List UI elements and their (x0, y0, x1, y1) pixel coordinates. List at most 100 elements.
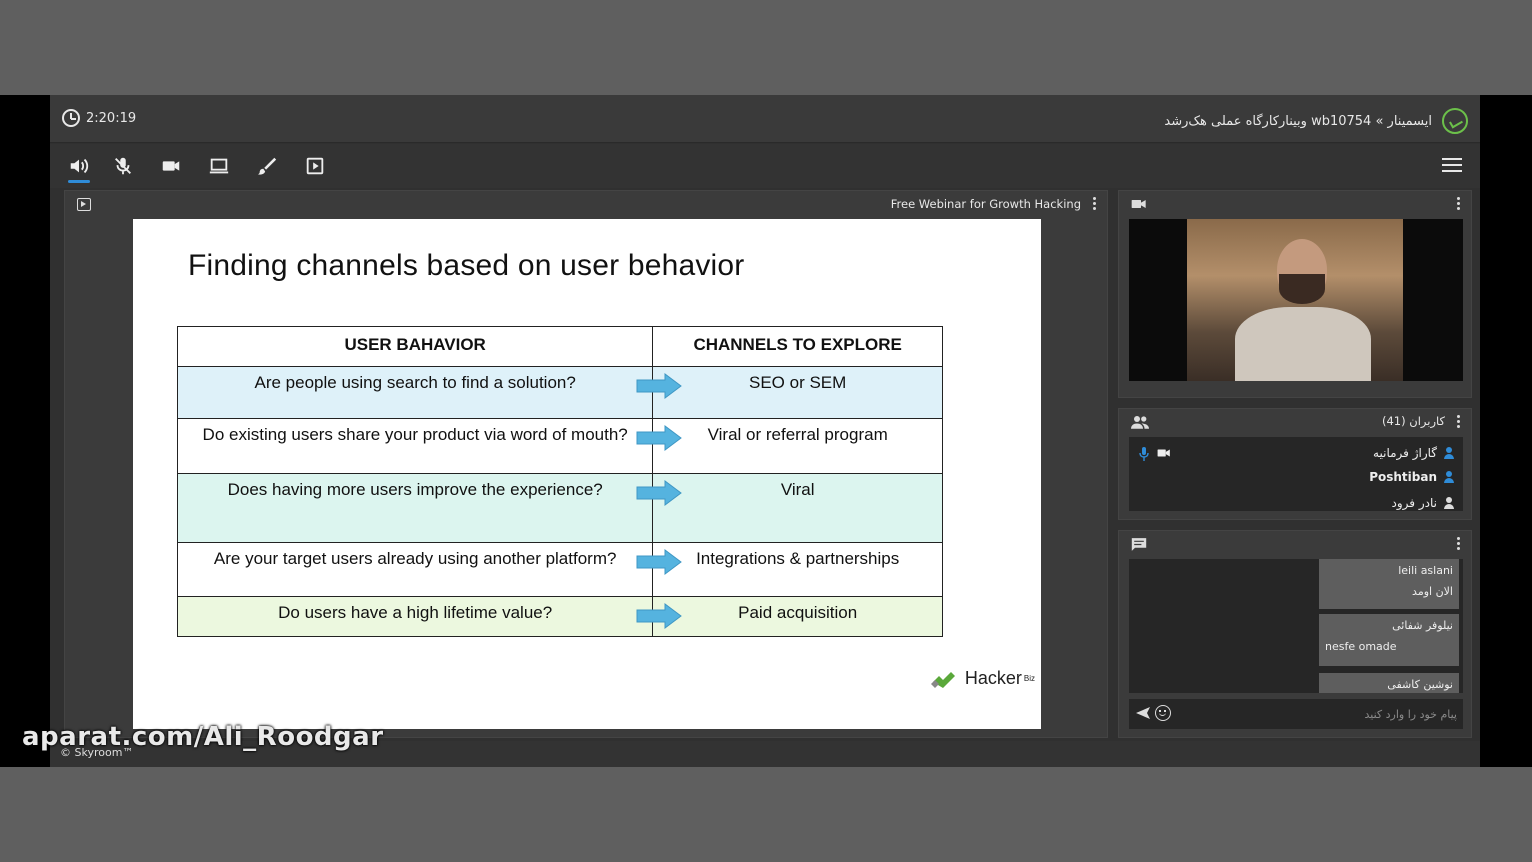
column-header-channels: CHANNELS TO EXPLORE (652, 326, 943, 367)
screen-share-button[interactable] (206, 154, 232, 178)
chat-message: نیلوفر شفائی nesfe omade (1319, 614, 1459, 666)
presentation-panel-header: Free Webinar for Growth Hacking (65, 191, 1107, 217)
behavior-cell: Do users have a high lifetime value? (176, 596, 683, 637)
presentation-panel: Free Webinar for Growth Hacking Finding … (64, 190, 1108, 738)
skyroom-logo-icon (1442, 108, 1468, 134)
behavior-cell: Do existing users share your product via… (176, 418, 683, 474)
video-options-icon[interactable] (1457, 197, 1461, 211)
chat-message: نوشین کاشفی (1319, 673, 1459, 693)
users-options-icon[interactable] (1457, 415, 1461, 429)
behavior-cell: Does having more users improve the exper… (176, 473, 683, 543)
mic-on-icon (1139, 447, 1149, 461)
presentation-options-icon[interactable] (1093, 197, 1097, 211)
users-count-label: کاربران (41) (1381, 414, 1445, 428)
user-row[interactable]: گاراژ فرمانیه (1129, 441, 1463, 465)
chat-input-row (1129, 699, 1463, 729)
presentation-icon (306, 157, 324, 175)
user-person-icon (1443, 471, 1455, 483)
message-sender: leili aslani (1398, 564, 1453, 577)
channel-text: Viral (780, 480, 815, 499)
behavior-text: Does having more users improve the exper… (227, 480, 603, 499)
presentation-button[interactable] (302, 154, 328, 178)
behavior-cell: Are people using search to find a soluti… (176, 366, 683, 419)
message-text: nesfe omade (1325, 640, 1397, 653)
arrow-right-icon (636, 480, 683, 506)
table-row: Does having more users improve the exper… (176, 473, 943, 543)
arrow-right-icon (636, 425, 683, 451)
users-panel: کاربران (41) گاراژ فرمانیه Poshtiban ناد… (1118, 408, 1472, 520)
chat-message-list: leili aslani الان اومد نیلوفر شفائی nesf… (1129, 559, 1463, 693)
mic-off-icon (115, 157, 131, 175)
logo-text: Hacker (964, 668, 1022, 688)
menu-icon-line (1442, 164, 1462, 166)
video-watermark: aparat.com/Ali_Roodgar (22, 722, 384, 752)
room-title: ایسمینار » wb10754 وبینارکارگاه عملی هک‌… (1164, 108, 1468, 134)
camera-on-icon (1157, 449, 1170, 457)
table-row: Are people using search to find a soluti… (176, 366, 943, 419)
behavior-text: Are people using search to find a soluti… (254, 373, 576, 392)
channel-text: SEO or SEM (749, 373, 847, 392)
users-icon (1131, 416, 1149, 429)
room-title-text: ایسمینار » wb10754 وبینارکارگاه عملی هک‌… (1164, 113, 1432, 129)
table-row: Do existing users share your product via… (176, 418, 943, 474)
message-text: الان اومد (1412, 585, 1453, 598)
chat-panel: leili aslani الان اومد نیلوفر شفائی nesf… (1118, 530, 1472, 738)
timer-text: 2:20:19 (86, 110, 137, 126)
copyright-text: © Skyroom™ (60, 746, 134, 759)
user-name: گاراژ فرمانیه (1373, 446, 1437, 460)
user-row[interactable]: Poshtiban (1129, 465, 1463, 489)
video-panel-header (1119, 191, 1471, 217)
camera-icon (1131, 200, 1146, 208)
user-person-icon (1443, 447, 1455, 459)
emoji-icon[interactable] (1155, 705, 1171, 721)
chat-panel-header (1119, 531, 1471, 557)
table-row: Are your target users already using anot… (176, 542, 943, 597)
slide-title: Finding channels based on user behavior (188, 249, 745, 282)
presenter-video (1129, 219, 1463, 381)
slide: Finding channels based on user behavior … (133, 219, 1041, 729)
hackerbiz-logo-icon (930, 671, 955, 688)
channel-text: Paid acquisition (738, 603, 858, 622)
toolbar (50, 144, 1480, 188)
user-list: گاراژ فرمانیه Poshtiban نادر فرود (1129, 437, 1463, 511)
table-row: Do users have a high lifetime value? Paid… (176, 596, 943, 637)
send-icon[interactable] (1135, 706, 1151, 720)
user-row[interactable]: نادر فرود (1129, 491, 1463, 511)
presentation-icon[interactable] (77, 198, 91, 211)
bottom-bar: © Skyroom™ (50, 741, 1480, 767)
video-panel (1118, 190, 1472, 398)
channel-cell: SEO or SEM (652, 366, 943, 419)
menu-icon (1442, 158, 1462, 160)
chat-message: leili aslani الان اومد (1319, 559, 1459, 609)
skyroom-app: 2:20:19 ایسمینار » wb10754 وبینارکارگاه … (50, 95, 1480, 767)
table-body: Are people using search to find a soluti… (176, 366, 943, 637)
presentation-title: Free Webinar for Growth Hacking (890, 197, 1081, 211)
menu-icon-line (1442, 170, 1462, 172)
behavior-channel-table: USER BAHAVIOR CHANNELS TO EXPLORE Are pe… (176, 326, 943, 637)
user-media-status (1139, 447, 1171, 461)
logo-sub: Biz (1023, 674, 1035, 683)
microphone-button[interactable] (110, 154, 136, 178)
user-name: نادر فرود (1391, 496, 1437, 510)
arrow-right-icon (636, 603, 683, 629)
arrow-right-icon (636, 549, 683, 575)
channel-cell: Integrations & partnerships (652, 542, 943, 597)
speaker-button[interactable] (66, 154, 92, 183)
chat-options-icon[interactable] (1457, 537, 1461, 551)
channel-cell: Paid acquisition (652, 596, 943, 637)
camera-button[interactable] (158, 154, 184, 178)
user-person-icon (1443, 497, 1455, 509)
screen-share-icon (209, 158, 229, 174)
channel-cell: Viral or referral program (652, 418, 943, 474)
message-sender: نیلوفر شفائی (1392, 619, 1453, 632)
clock-icon (62, 109, 80, 127)
presenter-body (1235, 307, 1371, 381)
camera-icon (162, 161, 180, 171)
chat-message-input[interactable] (1181, 704, 1457, 724)
menu-button[interactable] (1442, 158, 1462, 174)
presenter-video-image (1187, 219, 1403, 381)
column-header-behavior: USER BAHAVIOR (176, 326, 654, 367)
whiteboard-brush-button[interactable] (254, 154, 280, 178)
behavior-cell: Are your target users already using anot… (176, 542, 683, 597)
